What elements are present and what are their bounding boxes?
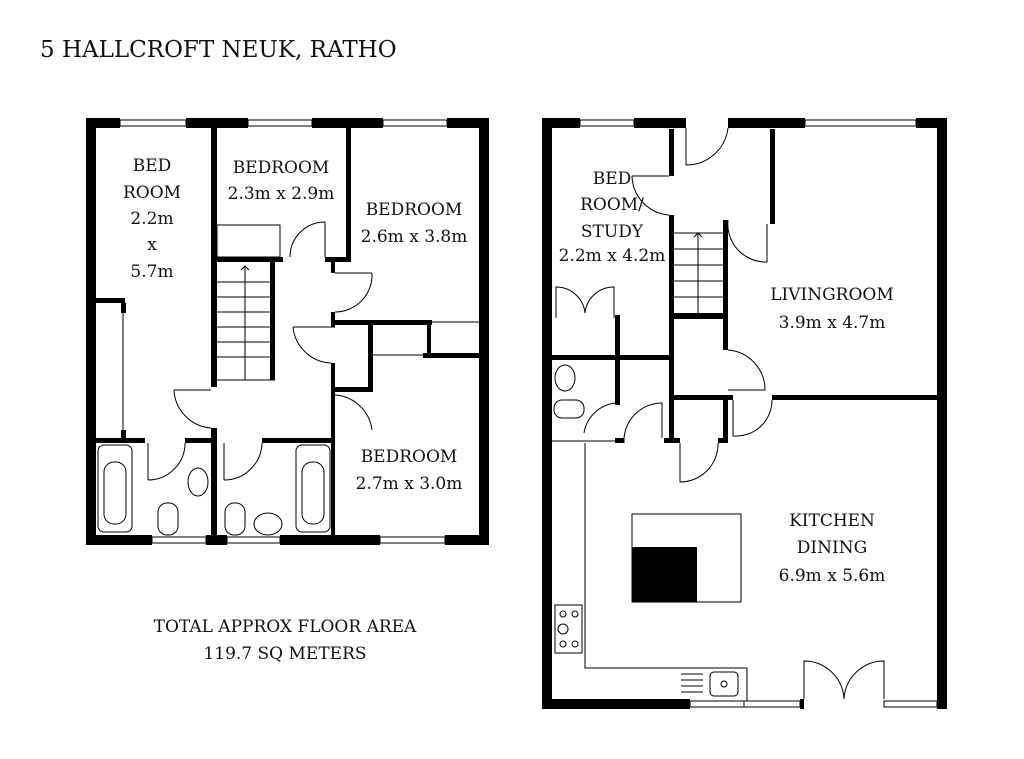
sink bbox=[681, 671, 739, 697]
total-area-value: 119.7 SQ METERS bbox=[203, 644, 366, 664]
room-dimensions: 2.7m x 3.0m bbox=[356, 474, 463, 494]
door bbox=[732, 399, 773, 437]
sink bbox=[187, 467, 209, 497]
room-dimensions: 2.6m x 3.8m bbox=[361, 227, 468, 247]
wardrobe-doors bbox=[555, 286, 615, 318]
room-dimensions: 6.9m x 5.6m bbox=[779, 566, 886, 586]
room-dimensions: 5.7m bbox=[130, 262, 173, 282]
room-dimensions: 3.9m x 4.7m bbox=[779, 313, 886, 333]
room-label: ROOM bbox=[123, 183, 181, 203]
room-label: STUDY bbox=[581, 222, 644, 242]
room-label: DINING bbox=[797, 538, 867, 558]
window bbox=[379, 536, 446, 544]
door bbox=[727, 349, 766, 391]
room-label: BEDROOM bbox=[233, 158, 330, 178]
window bbox=[382, 119, 448, 127]
bath bbox=[295, 444, 331, 533]
total-area-label: TOTAL APPROX FLOOR AREA bbox=[154, 617, 417, 637]
entrance-door bbox=[685, 127, 729, 166]
kitchen-island bbox=[631, 513, 742, 603]
toilet bbox=[553, 399, 585, 419]
window bbox=[226, 536, 281, 544]
door bbox=[173, 389, 212, 429]
room-dimensions: 2.2m x 4.2m bbox=[559, 246, 666, 266]
window bbox=[883, 700, 938, 708]
door bbox=[292, 326, 335, 364]
door bbox=[631, 175, 670, 216]
window bbox=[151, 536, 207, 544]
room-dimensions: 2.3m x 2.9m bbox=[228, 184, 335, 204]
sink bbox=[253, 512, 283, 536]
window bbox=[689, 700, 801, 708]
window bbox=[579, 119, 635, 127]
room-label: LIVINGROOM bbox=[770, 285, 894, 305]
bath bbox=[97, 444, 133, 533]
window bbox=[119, 119, 187, 127]
patio-doors bbox=[803, 660, 885, 700]
room-label: KITCHEN bbox=[789, 511, 875, 531]
door bbox=[623, 402, 663, 444]
door bbox=[289, 221, 326, 258]
door bbox=[583, 402, 616, 434]
toilet bbox=[157, 502, 179, 536]
staircase bbox=[216, 224, 281, 381]
room-label: BED bbox=[593, 169, 632, 189]
room-dimensions: x bbox=[147, 235, 157, 255]
door bbox=[727, 219, 768, 263]
room-label: ROOM/ bbox=[580, 195, 644, 215]
kitchen-counter bbox=[584, 443, 748, 701]
sink bbox=[554, 364, 576, 392]
door bbox=[223, 442, 263, 481]
door bbox=[147, 442, 186, 481]
window bbox=[247, 119, 313, 127]
room-label: BED bbox=[133, 156, 172, 176]
door bbox=[334, 272, 373, 313]
room-label: BEDROOM bbox=[366, 200, 463, 220]
upper-floor-plan: BED ROOM 2.2m x 5.7m BEDROOM 2.3m x 2.9m… bbox=[86, 118, 489, 545]
staircase bbox=[674, 232, 723, 313]
toilet bbox=[224, 502, 246, 536]
property-title: 5 HALLCROFT NEUK, RATHO bbox=[40, 37, 397, 63]
window bbox=[804, 119, 917, 127]
hob bbox=[554, 604, 583, 654]
door bbox=[334, 394, 373, 431]
room-label: BEDROOM bbox=[361, 447, 458, 467]
room-dimensions: 2.2m bbox=[130, 209, 173, 229]
door bbox=[679, 442, 719, 483]
ground-floor-plan: BED ROOM/ STUDY 2.2m x 4.2m LIVINGROOM 3… bbox=[542, 118, 947, 709]
